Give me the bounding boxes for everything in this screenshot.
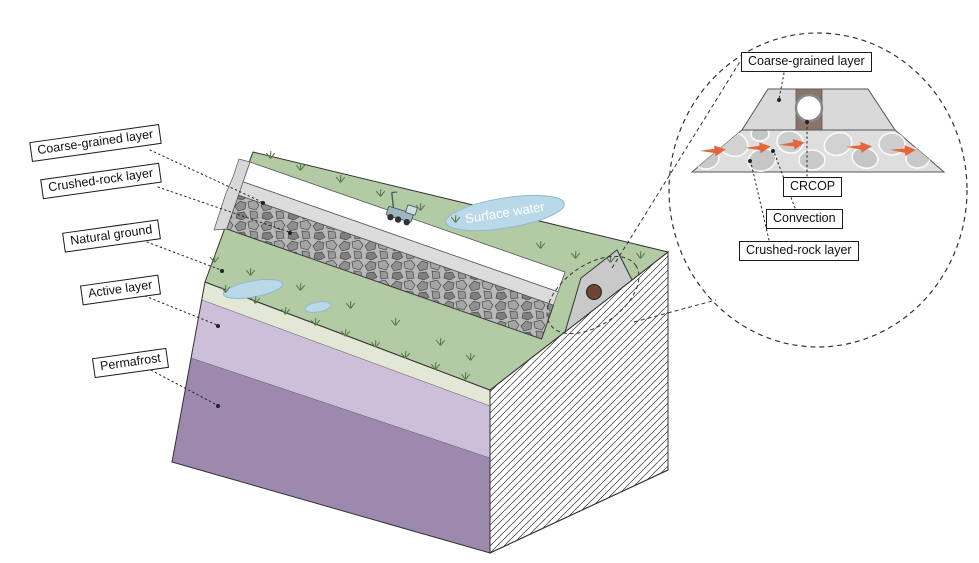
zoom-source-ellipse xyxy=(546,255,640,335)
embankment xyxy=(213,158,633,340)
inset-label-crcop: CRCOP xyxy=(783,177,843,197)
zoom-connector-bottom xyxy=(633,299,717,323)
surface-water-pond xyxy=(445,194,565,232)
small-pond xyxy=(304,301,332,313)
main-leader-lines xyxy=(144,149,290,406)
inset-label-crushed-rock-layer: Crushed-rock layer xyxy=(739,241,859,261)
block-front-face xyxy=(171,281,491,554)
inset-leader-dots xyxy=(748,98,809,163)
drill-vehicle xyxy=(385,191,418,226)
culvert xyxy=(586,284,602,300)
main-leader-dots xyxy=(216,201,292,408)
small-pond xyxy=(222,279,284,299)
ponds xyxy=(222,194,565,313)
crcop-pipe xyxy=(794,93,824,123)
zoom-circle xyxy=(668,32,968,348)
embankment-end-cap xyxy=(213,158,251,231)
inset-label-convection: Convection xyxy=(766,209,843,229)
zoom-connector-top xyxy=(611,59,742,269)
inset-label-coarse-grained-layer: Coarse-grained layer xyxy=(741,52,872,72)
